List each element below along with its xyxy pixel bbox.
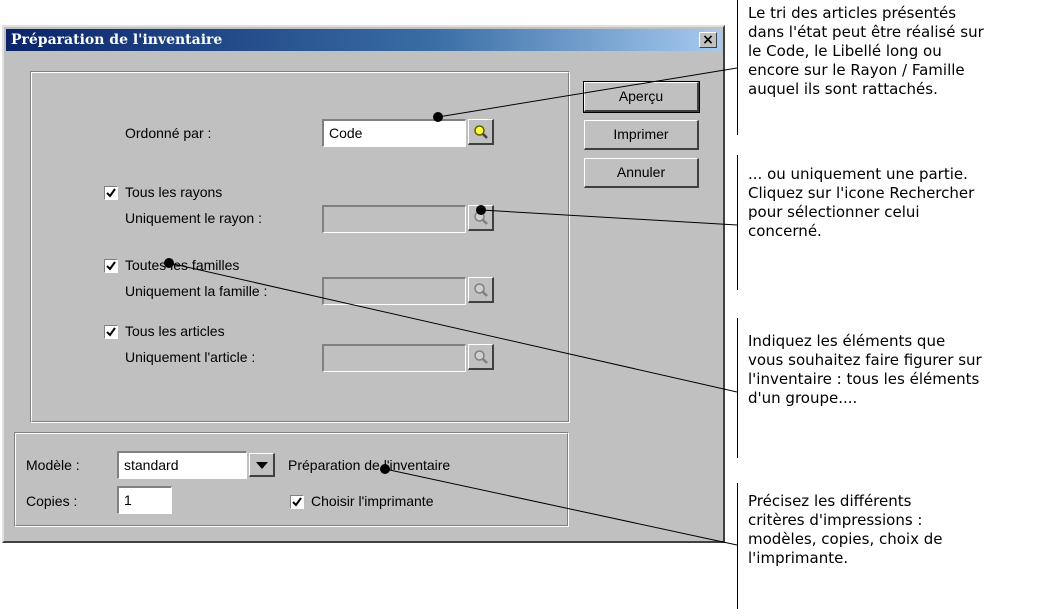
- annotation-line: modèles, copies, choix de: [748, 530, 943, 548]
- tous-articles-label: Tous les articles: [125, 323, 225, 339]
- search-icon: [474, 283, 488, 297]
- annotation-line: dans l'état peut être réalisé sur: [748, 23, 984, 41]
- callout-dot: [476, 205, 486, 215]
- annotation-line: Cliquez sur l'icone Rechercher: [748, 184, 975, 202]
- check-icon: [106, 327, 116, 337]
- copies-input[interactable]: 1: [117, 486, 172, 514]
- callout-line-sort: [437, 67, 738, 118]
- search-icon: [474, 125, 488, 139]
- annotation-line: l'inventaire : tous les éléments: [748, 370, 980, 388]
- callout-dot: [380, 464, 390, 474]
- toutes-familles-label: Toutes les familles: [125, 257, 240, 273]
- annotation-divider: [737, 318, 738, 458]
- modele-label: Modèle :: [26, 457, 80, 473]
- apercu-button[interactable]: Aperçu: [583, 81, 700, 113]
- search-icon: [474, 350, 488, 364]
- toutes-familles-checkbox[interactable]: [104, 259, 118, 273]
- annotation-line: d'un groupe....: [748, 389, 858, 407]
- dialog-window: Préparation de l'inventaire × Ordonné pa…: [2, 25, 725, 543]
- tous-rayons-checkbox[interactable]: [104, 186, 118, 200]
- ordonne-search-button[interactable]: [468, 119, 494, 145]
- annotation-print: Précisez les différents critères d'impre…: [748, 492, 942, 568]
- callout-line-search: [480, 209, 738, 226]
- ordonne-input[interactable]: Code: [322, 119, 466, 147]
- annotation-line: auquel ils sont rattachés.: [748, 80, 938, 98]
- criteria-group: [30, 71, 570, 423]
- check-icon: [106, 261, 116, 271]
- ordonne-label: Ordonné par :: [125, 125, 212, 141]
- annotation-search: ... ou uniquement une partie. Cliquez su…: [748, 165, 974, 241]
- callout-dot: [433, 112, 443, 122]
- annotation-line: ... ou uniquement une partie.: [748, 165, 968, 183]
- annotation-line: le Code, le Libellé long ou: [748, 42, 942, 60]
- choisir-imprimante-label: Choisir l'imprimante: [311, 493, 434, 509]
- annotation-divider: [737, 0, 738, 135]
- annotation-line: concerné.: [748, 222, 822, 240]
- annotation-divider: [737, 155, 738, 290]
- annotation-line: critères d'impressions :: [748, 511, 923, 529]
- choisir-imprimante-checkbox[interactable]: [290, 495, 304, 509]
- modele-dropdown-arrow[interactable]: [249, 453, 275, 477]
- imprimer-button[interactable]: Imprimer: [584, 120, 699, 150]
- annotation-line: Le tri des articles présentés: [748, 4, 957, 22]
- article-label: Uniquement l'article :: [125, 349, 256, 365]
- annotation-sort: Le tri des articles présentés dans l'éta…: [748, 4, 984, 99]
- modele-caption: Préparation de l'inventaire: [288, 457, 451, 473]
- annotation-line: Indiquez les éléments que: [748, 332, 946, 350]
- annotation-elements: Indiquez les éléments que vous souhaitez…: [748, 332, 982, 408]
- check-icon: [106, 188, 116, 198]
- callout-line-elements: [168, 262, 738, 393]
- article-input: [322, 344, 466, 372]
- print-settings-group: [14, 432, 569, 527]
- tous-rayons-label: Tous les rayons: [125, 184, 223, 200]
- modele-select[interactable]: standard: [117, 451, 247, 479]
- annotation-line: encore sur le Rayon / Famille: [748, 61, 965, 79]
- check-icon: [292, 497, 302, 507]
- annotation-line: Précisez les différents: [748, 492, 912, 510]
- title-bar: Préparation de l'inventaire ×: [6, 29, 721, 51]
- rayon-search-button: [468, 205, 494, 231]
- annotation-line: l'imprimante.: [748, 549, 849, 567]
- close-button[interactable]: ×: [699, 32, 717, 48]
- rayon-input: [322, 205, 466, 233]
- dialog-title: Préparation de l'inventaire: [11, 32, 223, 48]
- copies-label: Copies :: [26, 493, 78, 509]
- annuler-button[interactable]: Annuler: [584, 158, 699, 188]
- famille-input: [322, 277, 466, 305]
- tous-articles-checkbox[interactable]: [104, 325, 118, 339]
- annotation-divider: [737, 483, 738, 609]
- famille-search-button: [468, 277, 494, 303]
- article-search-button: [468, 344, 494, 370]
- callout-line-print: [384, 468, 738, 546]
- rayon-label: Uniquement le rayon :: [125, 210, 262, 226]
- annotation-line: pour sélectionner celui: [748, 203, 920, 221]
- annotation-line: vous souhaitez faire figurer sur: [748, 351, 982, 369]
- callout-dot: [164, 258, 174, 268]
- famille-label: Uniquement la famille :: [125, 283, 268, 299]
